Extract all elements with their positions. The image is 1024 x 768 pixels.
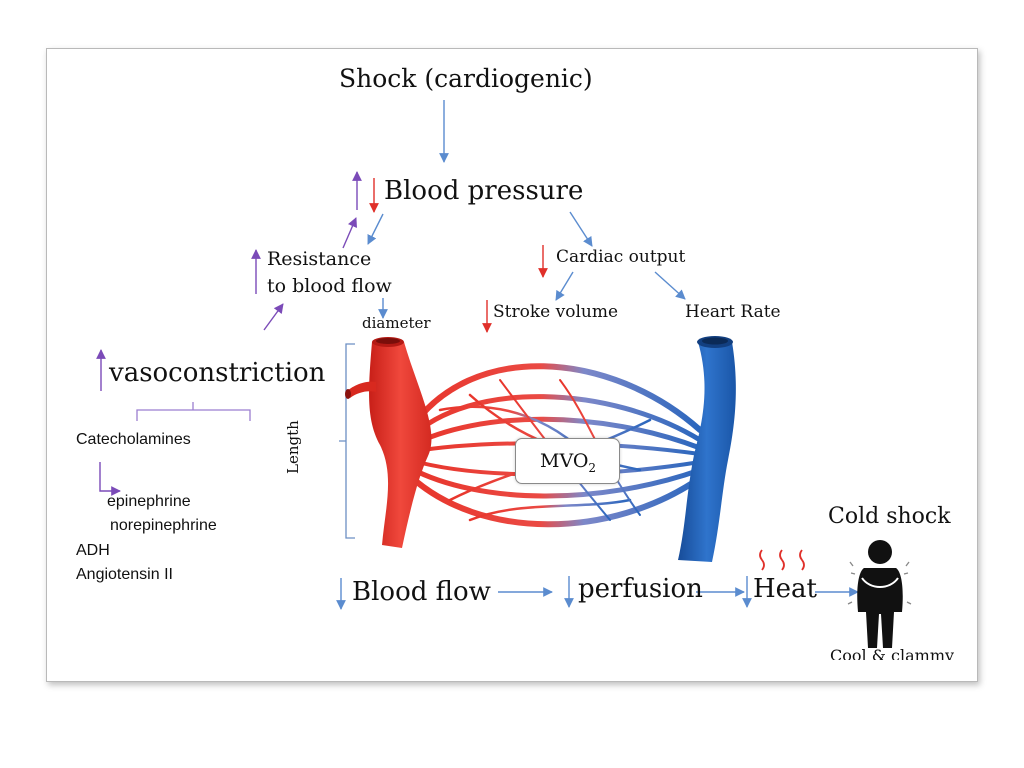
cool-clammy-label: Cool & clammy bbox=[830, 646, 955, 661]
blood-flow-label: Blood flow bbox=[352, 577, 491, 607]
heat-waves-icon bbox=[759, 549, 805, 571]
mvo2-subscript: 2 bbox=[588, 460, 597, 475]
catecholamines-label: Catecholamines bbox=[76, 431, 191, 448]
mvo2-main: MVO bbox=[540, 450, 589, 472]
catecholamine-connector bbox=[99, 462, 121, 496]
diameter-label: diameter bbox=[362, 314, 431, 332]
diagram-title: Shock (cardiogenic) bbox=[339, 64, 593, 93]
person-shivering-icon bbox=[847, 540, 912, 648]
resistance-label-line2: to blood flow bbox=[267, 275, 392, 297]
arrow-bp-to-cardiac-output bbox=[569, 211, 593, 247]
heart-rate-label: Heart Rate bbox=[685, 302, 781, 322]
blood-pressure-label: Blood pressure bbox=[384, 176, 584, 206]
flow-arrows bbox=[367, 100, 859, 597]
cold-shock-label: Cold shock bbox=[828, 504, 951, 529]
perfusion-label: perfusion bbox=[578, 574, 703, 604]
adh-label: ADH bbox=[76, 542, 110, 559]
length-label: Length bbox=[284, 420, 302, 474]
vasoconstriction-label: vasoconstriction bbox=[109, 358, 326, 388]
norepinephrine-label: norepinephrine bbox=[110, 517, 217, 534]
heat-label: Heat bbox=[753, 574, 818, 604]
decrease-arrows bbox=[369, 178, 548, 333]
angiotensin-label: Angiotensin II bbox=[76, 566, 173, 583]
cardiac-output-label: Cardiac output bbox=[556, 247, 686, 267]
stroke-volume-label: Stroke volume bbox=[493, 302, 619, 322]
mvo2-label: MVO2 bbox=[540, 452, 596, 474]
arrow-co-to-heart-rate bbox=[654, 271, 686, 300]
bottom-decrease-arrows bbox=[336, 576, 752, 610]
vasoconstriction-bracket bbox=[136, 402, 251, 421]
cool-clammy-clip: Cool & clammy bbox=[828, 645, 958, 661]
epinephrine-label: epinephrine bbox=[107, 493, 191, 510]
arrow-co-to-stroke-volume bbox=[555, 271, 574, 301]
arrow-bp-to-resistance bbox=[367, 213, 384, 245]
slide-frame bbox=[46, 48, 978, 682]
resistance-label-line1: Resistance bbox=[267, 248, 372, 270]
arrow-up-icon bbox=[263, 303, 284, 331]
arrow-up-icon bbox=[342, 217, 357, 249]
mvo2-box bbox=[515, 438, 620, 484]
length-bracket bbox=[339, 343, 355, 539]
